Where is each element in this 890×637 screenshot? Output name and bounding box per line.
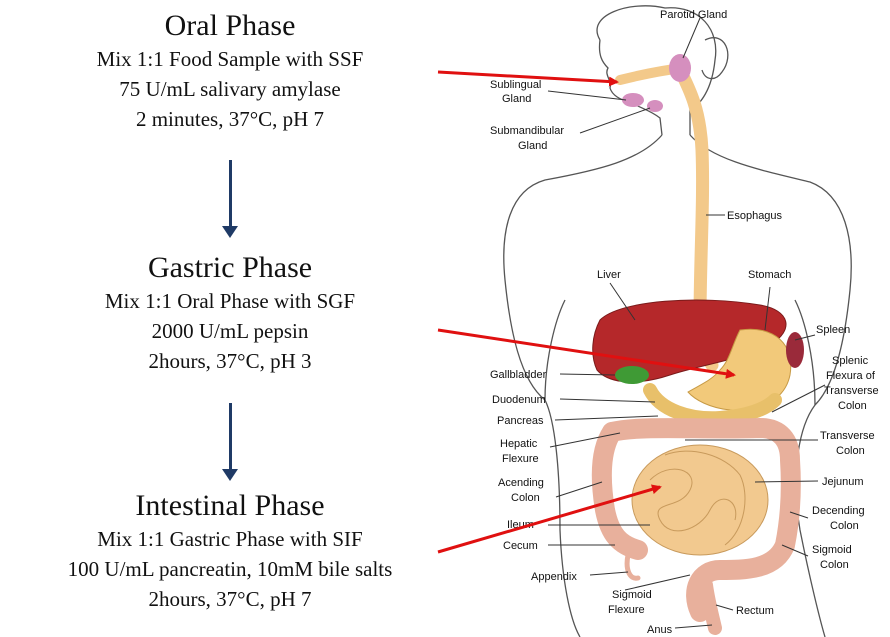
small-intestine [632, 445, 768, 555]
label-rectum: Rectum [736, 605, 774, 617]
label-esophagus: Esophagus [727, 210, 783, 222]
parotid-gland [669, 54, 691, 82]
label-splenic-4: Colon [838, 400, 867, 412]
rectum [706, 585, 715, 628]
label-hepatic-1: Hepatic [500, 438, 538, 450]
label-pancreas: Pancreas [497, 415, 544, 427]
label-splenic-1: Splenic [832, 355, 869, 367]
label-hepatic-2: Flexure [502, 453, 539, 465]
label-acending-1: Acending [498, 477, 544, 489]
label-sigmoid-flexure-1: Sigmoid [612, 589, 652, 601]
label-appendix: Appendix [531, 571, 577, 583]
label-gallbladder: Gallbladder [490, 369, 547, 381]
label-sigmoid-colon-2: Colon [820, 559, 849, 571]
label-splenic-2: Flexura of [826, 370, 876, 382]
label-acending-2: Colon [511, 492, 540, 504]
label-liver: Liver [597, 269, 621, 281]
label-parotid-gland: Parotid Gland [660, 9, 727, 21]
label-sublingual-1: Sublingual [490, 79, 541, 91]
label-stomach: Stomach [748, 269, 791, 281]
label-transverse-2: Colon [836, 445, 865, 457]
label-cecum: Cecum [503, 540, 538, 552]
label-decending-2: Colon [830, 520, 859, 532]
label-sigmoid-colon-1: Sigmoid [812, 544, 852, 556]
submandibular-gland [647, 100, 663, 112]
label-jejunum: Jejunum [822, 476, 864, 488]
label-decending-1: Decending [812, 505, 865, 517]
gallbladder [615, 366, 649, 384]
label-splenic-3: Transverse [824, 385, 879, 397]
label-submandibular-2: Gland [518, 140, 547, 152]
label-spleen: Spleen [816, 324, 850, 336]
label-anus: Anus [647, 624, 673, 636]
label-submandibular-1: Submandibular [490, 125, 564, 137]
spleen [786, 332, 804, 368]
label-transverse-1: Transverse [820, 430, 875, 442]
label-duodenum: Duodenum [492, 394, 546, 406]
label-sublingual-2: Gland [502, 93, 531, 105]
label-sigmoid-flexure-2: Flexure [608, 604, 645, 616]
